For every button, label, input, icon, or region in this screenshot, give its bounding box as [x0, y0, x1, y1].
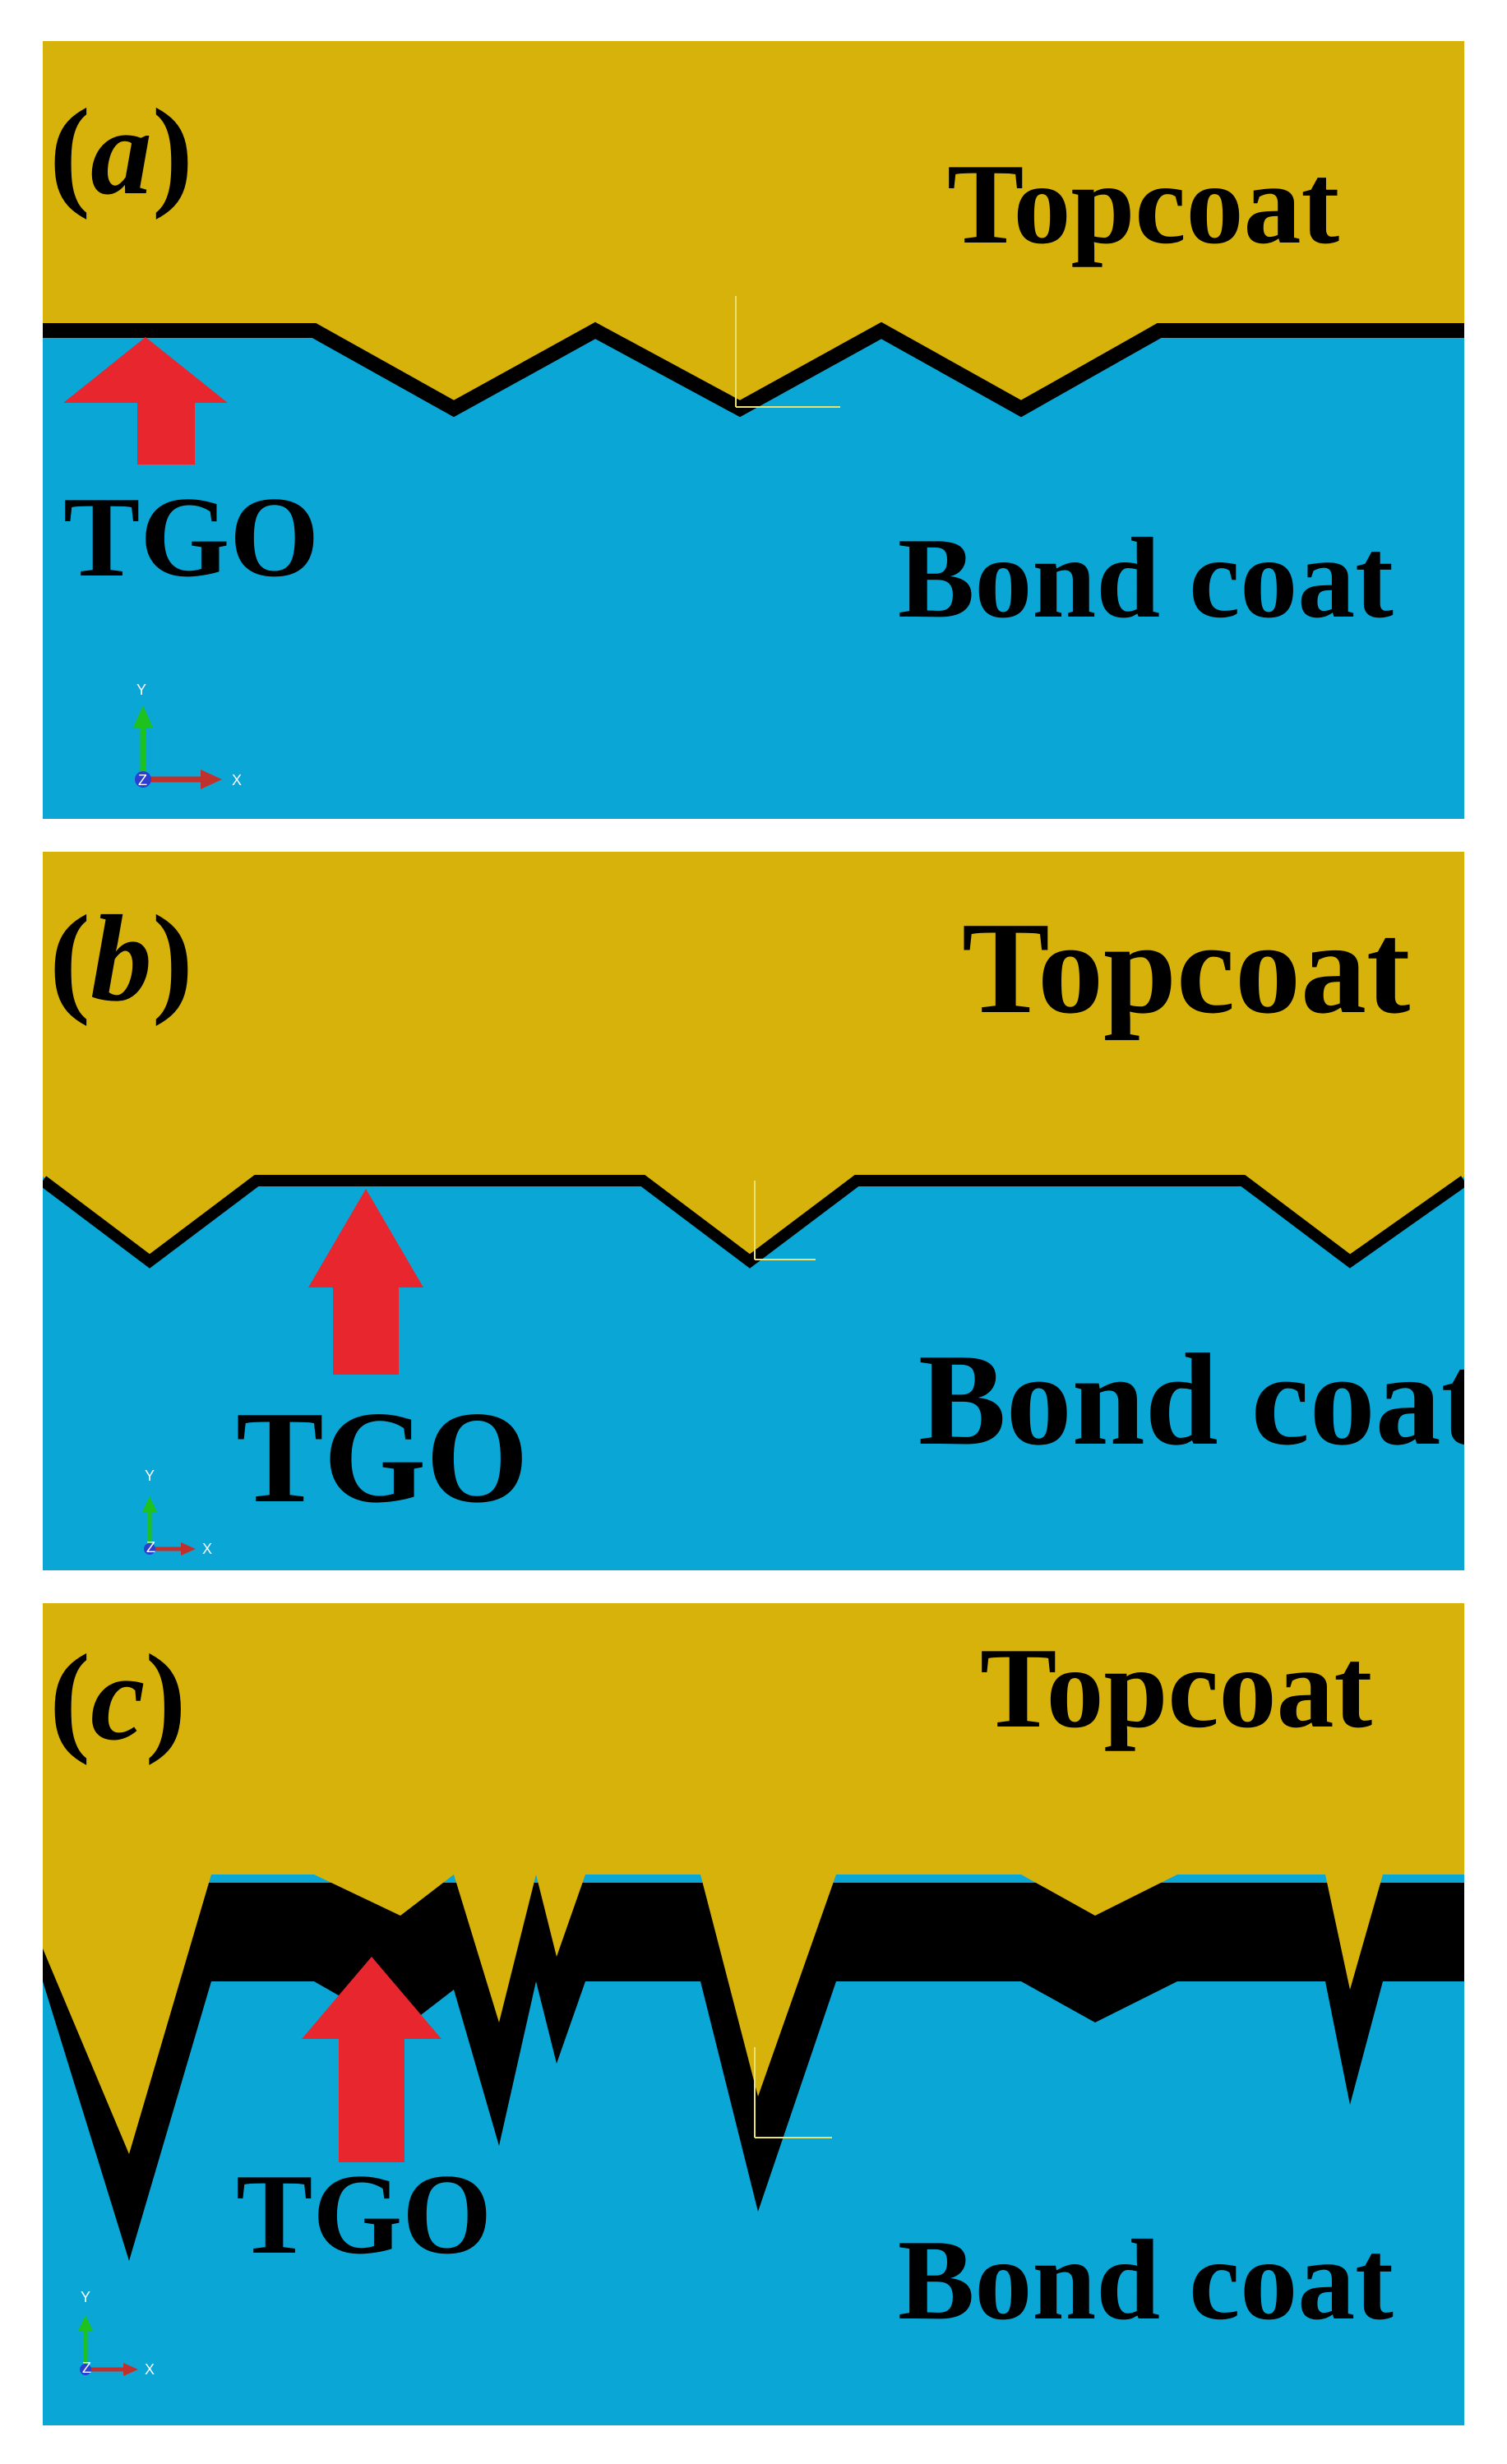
axis-triad-icon: Y X Z — [133, 682, 242, 789]
center-axis-icon — [735, 296, 840, 408]
panel-letter-b: (b) — [49, 890, 193, 1027]
panel-c-diagram: (c) Topcoat Bond coat TGO Y X Z — [43, 1603, 1464, 2425]
panel-a: (a) Topcoat Bond coat TGO Y X Z — [43, 41, 1464, 819]
tgo-label: TGO — [63, 474, 319, 601]
tgo-arrow-icon — [302, 1957, 441, 2162]
tgo-label: TGO — [236, 2151, 492, 2278]
panel-letter-c: (c) — [49, 1630, 186, 1766]
topcoat-label: Topcoat — [980, 1625, 1372, 1752]
bond-coat-label: Bond coat — [898, 2217, 1394, 2344]
tgo-layer — [43, 321, 1464, 418]
panel-b: (b) Topcoat Bond coat TGO Y X Z — [43, 852, 1464, 1570]
axis-x-label: X — [232, 772, 242, 788]
tgo-arrow-icon — [63, 337, 228, 465]
tgo-layer — [43, 1175, 1464, 1269]
center-axis-icon — [754, 1181, 816, 1260]
axis-z-label: Z — [82, 2360, 91, 2376]
axis-y-label: Y — [136, 682, 146, 698]
center-axis-icon — [754, 2047, 832, 2138]
topcoat-label: Topcoat — [962, 895, 1410, 1041]
bond-coat-label: Bond coat — [918, 1326, 1464, 1472]
axis-triad-icon: Y X Z — [78, 2289, 155, 2378]
axis-x-label: X — [145, 2361, 155, 2378]
tgo-arrow-icon — [308, 1189, 423, 1375]
panel-c: (c) Topcoat Bond coat TGO Y X Z — [43, 1603, 1464, 2425]
axis-z-label: Z — [146, 1539, 155, 1556]
axis-y-label: Y — [81, 2289, 90, 2305]
panel-letter-a: (a) — [49, 84, 193, 220]
axis-z-label: Z — [138, 772, 147, 788]
topcoat-label: Topcoat — [947, 141, 1339, 268]
topcoat-region — [43, 852, 1464, 1257]
topcoat-region — [43, 1603, 1464, 2154]
topcoat-region — [43, 41, 1464, 403]
axis-triad-icon: Y X Z — [142, 1468, 212, 1557]
tgo-label: TGO — [236, 1384, 529, 1530]
bond-coat-label: Bond coat — [898, 515, 1394, 642]
panel-a-diagram: (a) Topcoat Bond coat TGO Y X Z — [43, 41, 1464, 819]
axis-x-label: X — [202, 1541, 212, 1557]
panel-b-diagram: (b) Topcoat Bond coat TGO Y X Z — [43, 852, 1464, 1570]
axis-y-label: Y — [145, 1468, 155, 1484]
